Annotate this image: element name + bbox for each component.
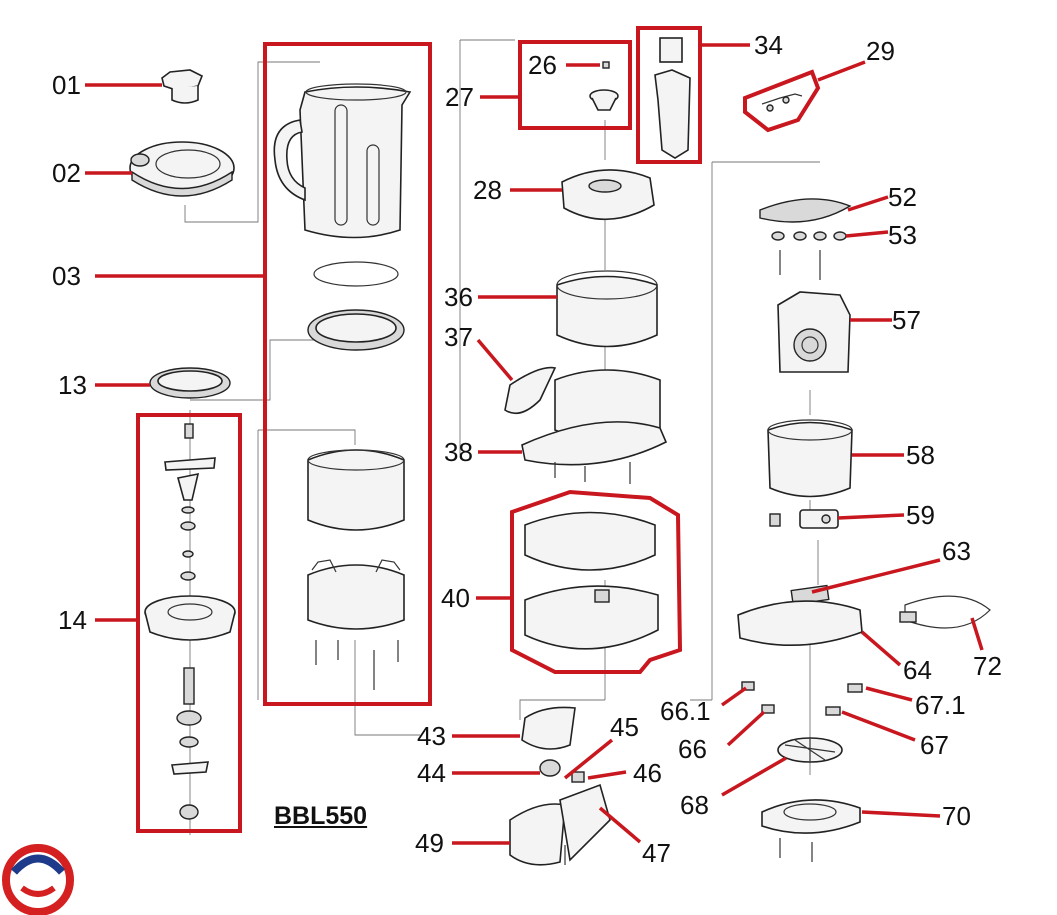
callout-01: 01 bbox=[52, 70, 81, 100]
callout-66-1: 66.1 bbox=[660, 696, 711, 726]
callout-64: 64 bbox=[903, 655, 932, 685]
callout-03: 03 bbox=[52, 261, 81, 291]
part-01-cap bbox=[161, 69, 204, 104]
callout-40: 40 bbox=[441, 583, 470, 613]
callout-43: 43 bbox=[417, 721, 446, 751]
part-37-38-housing bbox=[504, 366, 668, 484]
box-03 bbox=[263, 42, 432, 706]
callout-45: 45 bbox=[610, 712, 639, 742]
callout-67: 67 bbox=[920, 730, 949, 760]
part-66-67-feet bbox=[741, 681, 863, 716]
callout-36: 36 bbox=[444, 282, 473, 312]
callout-58: 58 bbox=[906, 440, 935, 470]
part-40-base-trays bbox=[524, 511, 659, 650]
callout-26: 26 bbox=[528, 50, 557, 80]
part-26-27-coupling bbox=[589, 61, 619, 111]
callout-boxes bbox=[136, 26, 821, 833]
callout-63: 63 bbox=[942, 536, 971, 566]
callout-72: 72 bbox=[973, 651, 1002, 681]
part-36-sleeve bbox=[556, 270, 658, 348]
part-52-53-brush-assembly bbox=[759, 198, 852, 280]
part-28-top-cover bbox=[561, 169, 655, 221]
box-29 bbox=[743, 69, 821, 133]
callout-68: 68 bbox=[680, 790, 709, 820]
callout-70: 70 bbox=[942, 801, 971, 831]
callout-57: 57 bbox=[892, 305, 921, 335]
callout-leaders bbox=[85, 43, 984, 845]
callout-66: 66 bbox=[678, 734, 707, 764]
callout-53: 53 bbox=[888, 220, 917, 250]
callout-34: 34 bbox=[754, 30, 783, 60]
part-63-64-72-base bbox=[737, 584, 991, 647]
callout-14: 14 bbox=[58, 605, 87, 635]
box-34 bbox=[636, 26, 702, 164]
part-70-bottom-plate bbox=[761, 799, 861, 862]
box-14 bbox=[136, 413, 242, 833]
part-13-gasket bbox=[149, 367, 231, 399]
box-40 bbox=[510, 489, 683, 674]
callout-27: 27 bbox=[445, 82, 474, 112]
part-43-49-lower-assembly bbox=[509, 706, 611, 866]
model-number: BBL550 bbox=[274, 802, 368, 830]
callout-67-1: 67.1 bbox=[915, 690, 966, 720]
box-26 bbox=[518, 40, 632, 130]
part-29-small-parts bbox=[761, 93, 803, 112]
brand-logo-icon bbox=[2, 844, 74, 915]
callout-02: 02 bbox=[52, 158, 81, 188]
callout-46: 46 bbox=[633, 758, 662, 788]
part-03-jar bbox=[273, 83, 412, 690]
part-59-switch bbox=[769, 509, 839, 529]
callout-44: 44 bbox=[417, 758, 446, 788]
callout-52: 52 bbox=[888, 182, 917, 212]
part-68-fan bbox=[777, 737, 843, 763]
part-02-lid bbox=[129, 141, 235, 197]
callout-49: 49 bbox=[415, 828, 444, 858]
callout-28: 28 bbox=[473, 175, 502, 205]
callout-47: 47 bbox=[642, 838, 671, 868]
part-58-motor-housing bbox=[767, 419, 853, 498]
callout-37: 37 bbox=[444, 322, 473, 352]
part-14-blade-assembly bbox=[144, 423, 236, 820]
callout-59: 59 bbox=[906, 500, 935, 530]
callout-13: 13 bbox=[58, 370, 87, 400]
callout-38: 38 bbox=[444, 437, 473, 467]
part-57-motor bbox=[777, 291, 851, 373]
part-34-latch bbox=[654, 37, 691, 159]
callout-29: 29 bbox=[866, 36, 895, 66]
